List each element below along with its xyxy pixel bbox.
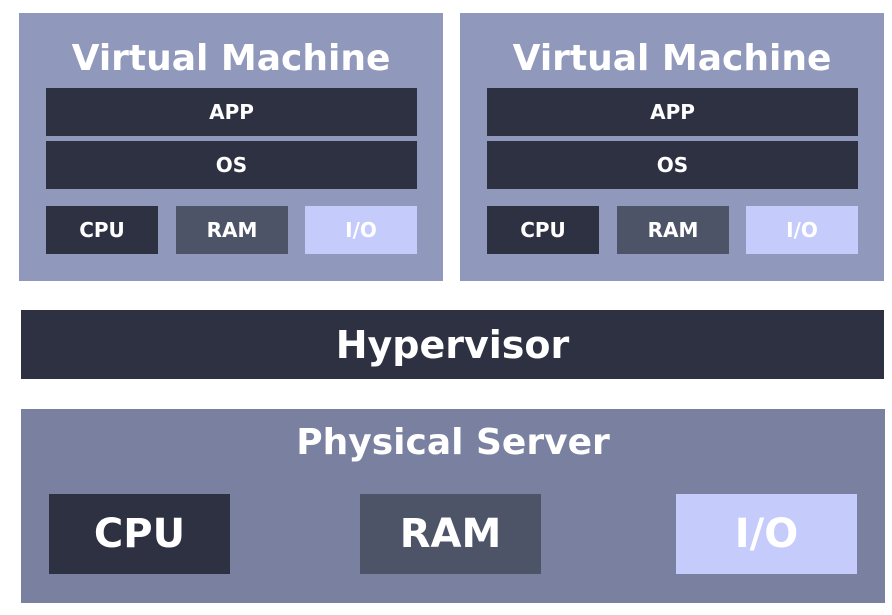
physical-io: I/O bbox=[676, 494, 857, 574]
physical-ram: RAM bbox=[360, 494, 541, 574]
vm-title: Virtual Machine bbox=[512, 38, 832, 79]
hypervisor-layer: Hypervisor bbox=[21, 310, 884, 379]
physical-cpu: CPU bbox=[49, 494, 230, 574]
virtual-machine-1: Virtual Machine APP OS CPU RAM I/O bbox=[19, 13, 443, 281]
vm-title: Virtual Machine bbox=[71, 38, 391, 79]
app-layer: APP bbox=[46, 88, 417, 136]
vm-cpu: CPU bbox=[46, 206, 158, 254]
physical-server-title: Physical Server bbox=[296, 422, 610, 463]
physical-server: Physical Server CPU RAM I/O bbox=[21, 409, 885, 603]
app-layer: APP bbox=[487, 88, 858, 136]
vm-io: I/O bbox=[305, 206, 417, 254]
vm-io: I/O bbox=[746, 206, 858, 254]
vm-ram: RAM bbox=[617, 206, 729, 254]
vm-ram: RAM bbox=[176, 206, 288, 254]
virtual-machine-2: Virtual Machine APP OS CPU RAM I/O bbox=[460, 13, 884, 281]
os-layer: OS bbox=[46, 141, 417, 189]
os-layer: OS bbox=[487, 141, 858, 189]
vm-cpu: CPU bbox=[487, 206, 599, 254]
